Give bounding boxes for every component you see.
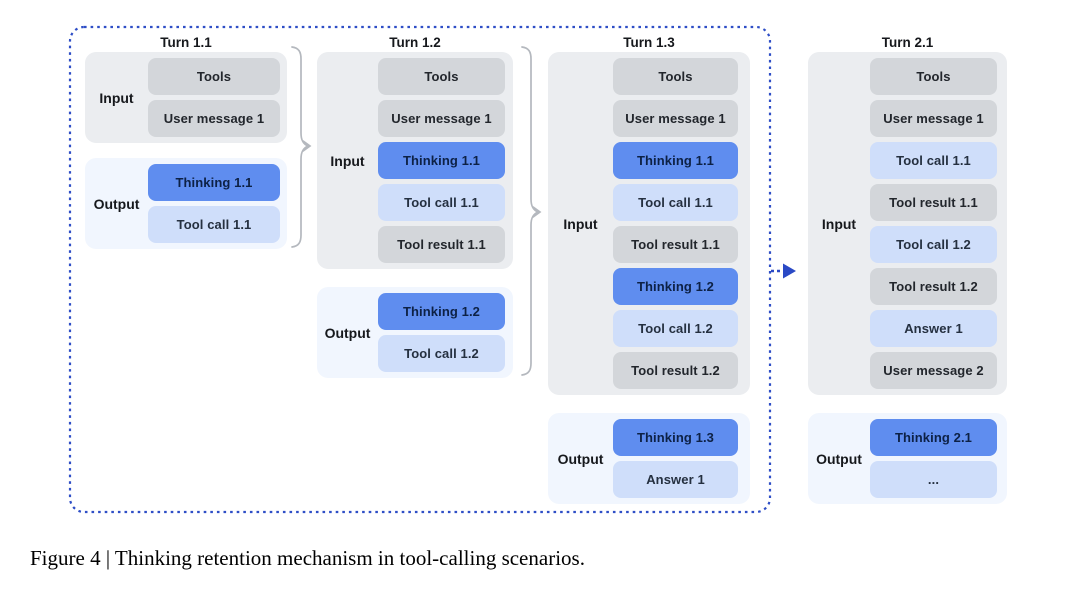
box-ellipsis: ... [870,461,997,498]
brace-arrow-turn12-to-turn13 [521,46,542,376]
box-tool-call-1-2: Tool call 1.2 [378,335,505,372]
input-label: Input [563,215,598,232]
box-tools: Tools [613,58,738,95]
turn-1-1-title: Turn 1.1 [160,35,212,50]
box-user-message-1: User message 1 [378,100,505,137]
box-tool-call-1-2: Tool call 1.2 [613,310,738,347]
output-label: Output [93,195,140,212]
box-thinking-2-1: Thinking 2.1 [870,419,997,456]
box-tool-call-1-1: Tool call 1.1 [148,206,280,243]
input-label: Input [330,152,365,169]
output-label: Output [816,450,862,467]
brace-arrow-turn11-to-turn12 [291,46,312,248]
box-thinking-1-2: Thinking 1.2 [378,293,505,330]
turn-1-3-title: Turn 1.3 [623,35,675,50]
box-tool-result-1-1: Tool result 1.1 [378,226,505,263]
box-tools: Tools [148,58,280,95]
box-tool-call-1-1: Tool call 1.1 [613,184,738,221]
box-user-message-1: User message 1 [148,100,280,137]
input-label: Input [821,215,857,232]
box-answer-1: Answer 1 [613,461,738,498]
box-user-message-1: User message 1 [870,100,997,137]
input-label: Input [99,89,134,106]
turn-1-2-title: Turn 1.2 [389,35,441,50]
box-tool-result-1-2: Tool result 1.2 [870,268,997,305]
output-label: Output [557,450,604,467]
box-tool-call-1-2: Tool call 1.2 [870,226,997,263]
box-tool-result-1-1: Tool result 1.1 [613,226,738,263]
box-thinking-1-1: Thinking 1.1 [378,142,505,179]
figure-caption: Figure 4 | Thinking retention mechanism … [30,546,585,570]
box-tool-result-1-2: Tool result 1.2 [613,352,738,389]
box-thinking-1-1: Thinking 1.1 [148,164,280,201]
turn-2-1-title: Turn 2.1 [881,35,934,50]
box-tool-call-1-1: Tool call 1.1 [870,142,997,179]
box-thinking-1-1: Thinking 1.1 [613,142,738,179]
box-tool-result-1-1: Tool result 1.1 [870,184,997,221]
box-tools: Tools [870,58,997,95]
box-tools: Tools [378,58,505,95]
box-tool-call-1-1: Tool call 1.1 [378,184,505,221]
box-user-message-2: User message 2 [870,352,997,389]
turn-2-1-output-group: Output Thinking 2.1... [808,413,1007,504]
turn-2-1-output-boxes: Thinking 2.1... [870,419,997,498]
box-user-message-1: User message 1 [613,100,738,137]
next-turn-arrow [771,263,796,279]
output-label: Output [324,324,371,341]
box-thinking-1-3: Thinking 1.3 [613,419,738,456]
box-answer-1: Answer 1 [870,310,997,347]
box-thinking-1-2: Thinking 1.2 [613,268,738,305]
